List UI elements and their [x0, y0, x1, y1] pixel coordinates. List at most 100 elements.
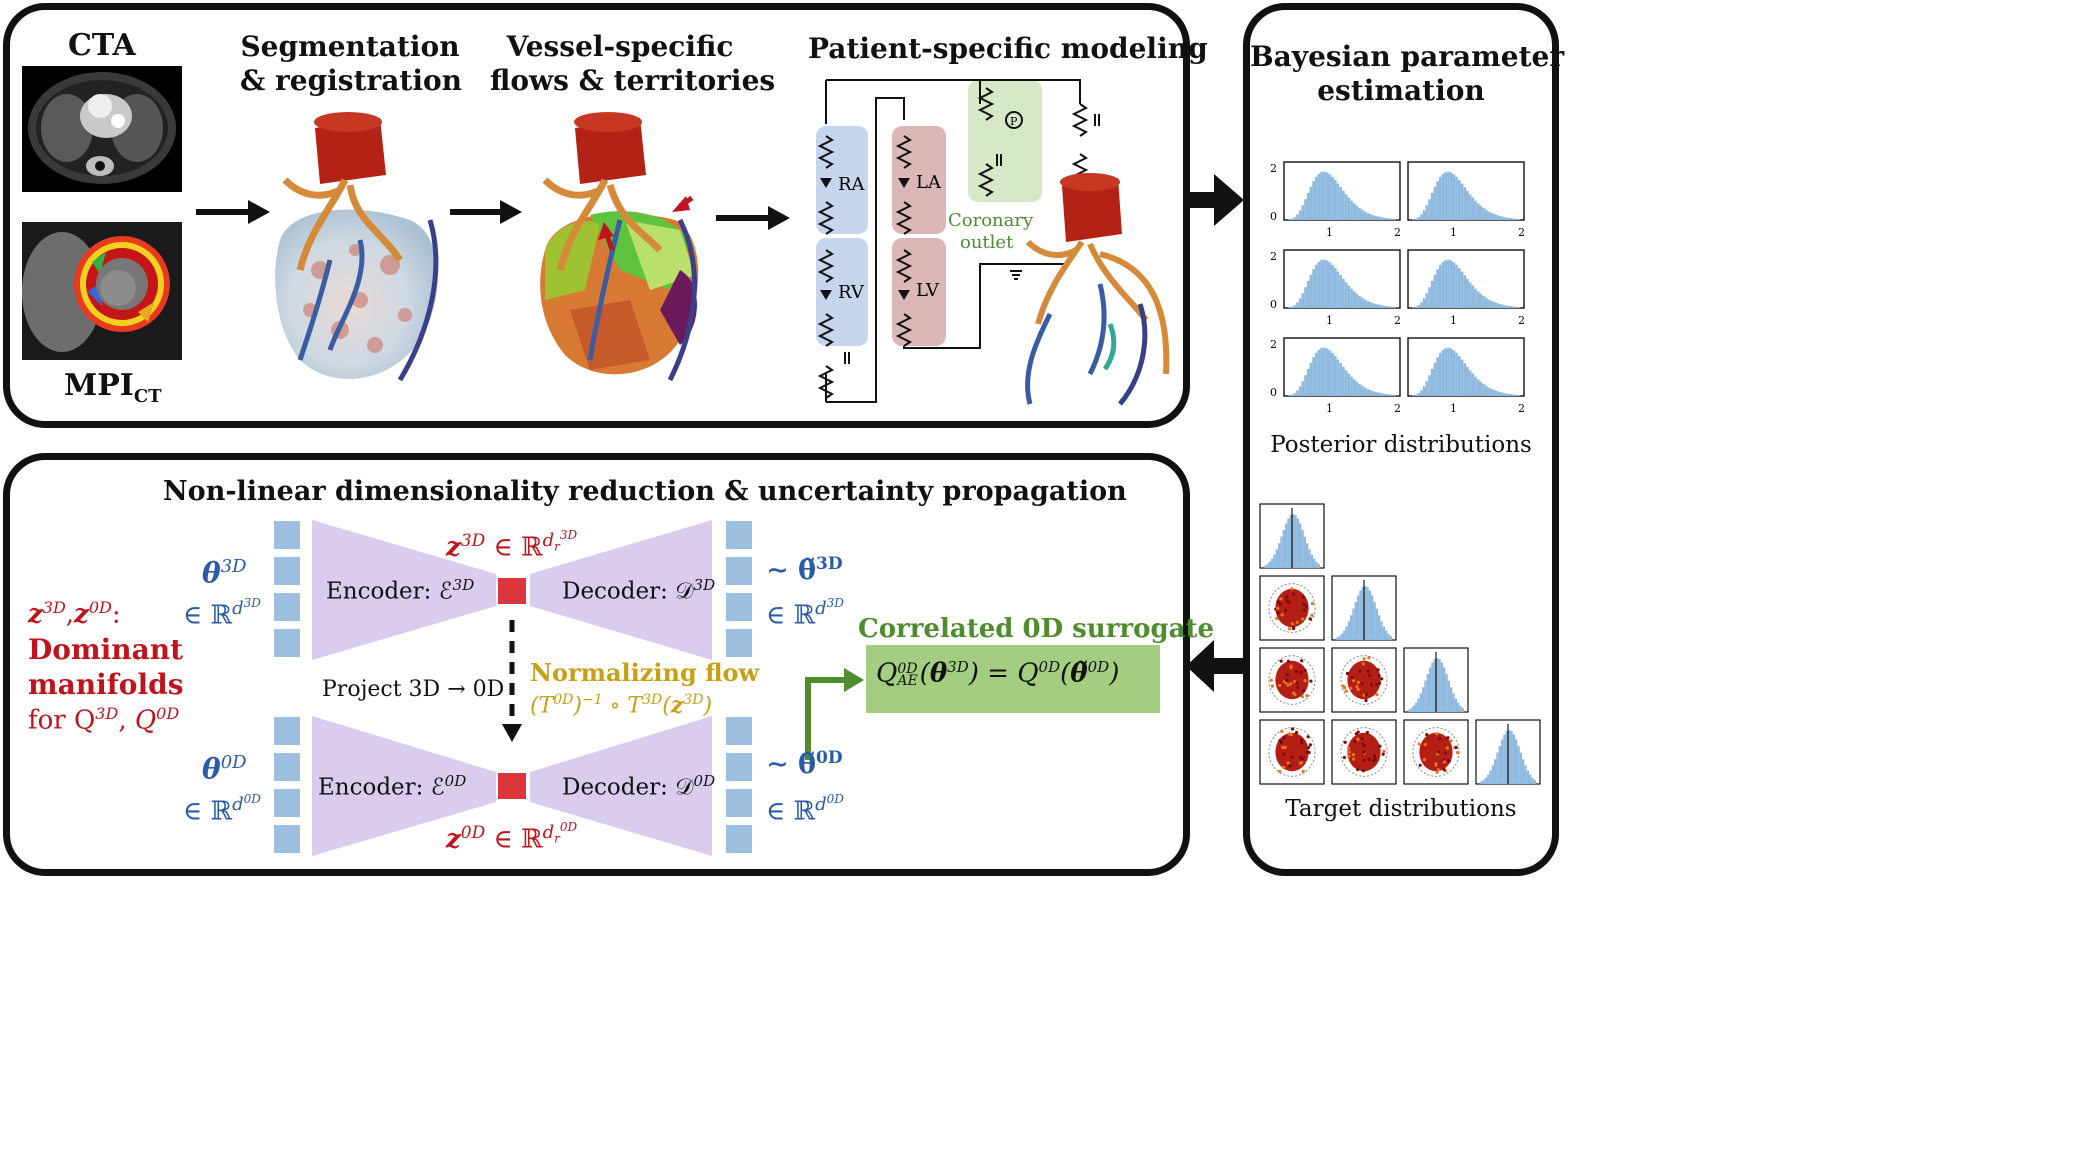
histogram-bar — [1460, 271, 1464, 308]
ra-label: RA — [838, 174, 866, 195]
histogram-bar — [1364, 586, 1367, 640]
histogram-bar — [1323, 259, 1326, 308]
histogram-bar — [1414, 306, 1418, 308]
histogram-bar — [1430, 192, 1434, 220]
scatter-point — [1362, 744, 1366, 748]
histogram-bar — [1474, 200, 1477, 220]
scatter-point — [1280, 613, 1284, 617]
histogram-bar — [1352, 203, 1356, 220]
histogram-bar — [1309, 274, 1313, 308]
histogram-bar — [1517, 306, 1520, 308]
histogram-bar — [1468, 282, 1472, 308]
histogram-bar — [1374, 391, 1378, 396]
y-tick-label: 0 — [1270, 386, 1277, 399]
in-r-right-0d-symbol: ∈ ℝ — [766, 796, 816, 827]
scatter-point — [1435, 732, 1439, 736]
scatter-point — [1288, 764, 1292, 768]
histogram-bar — [1506, 393, 1510, 396]
reduction-title: Non-linear dimensionality reduction & un… — [163, 476, 1127, 507]
histogram-bar — [1479, 381, 1483, 396]
histogram-bar — [1301, 381, 1305, 396]
histogram-bar — [1487, 299, 1491, 308]
histogram-bar — [1447, 680, 1450, 712]
surrogate-lhs-q: Q — [876, 658, 898, 689]
histogram-bar — [1438, 659, 1441, 712]
histogram-bar — [1459, 705, 1462, 712]
scatter-point — [1276, 611, 1280, 615]
cta-title: CTA — [68, 28, 136, 63]
histogram-bar — [1529, 774, 1532, 784]
scatter-point — [1377, 674, 1381, 678]
histogram-bar — [1524, 765, 1527, 784]
scatter-point — [1355, 684, 1359, 689]
histogram-bar — [1317, 261, 1321, 308]
histogram-bar — [1522, 759, 1525, 784]
vessel-line1: Vessel-specific — [506, 30, 734, 63]
histogram-bar — [1526, 770, 1529, 784]
scatter-point — [1278, 602, 1282, 606]
scatter-point — [1376, 668, 1380, 672]
histogram-bar — [1344, 282, 1348, 308]
scatter-point — [1282, 752, 1286, 756]
contour — [1268, 583, 1316, 633]
scatter-point — [1269, 678, 1273, 682]
histogram-bar — [1444, 347, 1448, 396]
histogram-bar — [1463, 363, 1466, 396]
theta-tilde-0d-sup: 0D — [816, 748, 843, 768]
histogram-bar — [1385, 306, 1388, 308]
histogram-bar — [1290, 306, 1294, 308]
cta-image — [22, 66, 182, 192]
histogram-bar — [1482, 780, 1485, 784]
density-core — [1275, 660, 1309, 700]
histogram-bar — [1347, 197, 1351, 220]
histogram-bar — [1514, 306, 1518, 308]
histogram-bar — [1333, 268, 1337, 308]
left-arrow-icon — [1186, 640, 1244, 692]
scatter-point — [1375, 693, 1379, 697]
histogram-bar — [1482, 295, 1485, 308]
histogram-bar — [1426, 673, 1429, 712]
d-right-symbol: d — [815, 598, 827, 619]
histogram-bar — [1479, 293, 1483, 308]
histogram-bar — [1312, 269, 1315, 308]
histogram-bar — [1264, 565, 1267, 568]
histogram-bar — [1463, 275, 1466, 308]
vector-element — [726, 521, 752, 549]
scatter-point — [1298, 761, 1303, 766]
histogram-bar — [1511, 306, 1515, 308]
x-tick-label: 1 — [1450, 226, 1457, 239]
histogram-bar — [1377, 392, 1380, 396]
histogram-bar — [1385, 630, 1388, 640]
histogram-bar — [1484, 209, 1488, 220]
histogram-bar — [1366, 212, 1369, 220]
decoder-3d-text: Decoder: 𝒟 — [562, 578, 694, 605]
histogram-bar — [1371, 215, 1375, 220]
scatter-point — [1303, 668, 1307, 672]
scatter-point — [1279, 659, 1283, 663]
x-tick-label: 1 — [1450, 314, 1457, 327]
histogram-bar — [1317, 173, 1321, 220]
histogram-bar — [1494, 759, 1497, 784]
theta-0d-label: θ0D — [202, 752, 247, 785]
scatter-point — [1295, 681, 1299, 685]
histogram-bar — [1479, 205, 1483, 220]
histogram-bar — [1298, 386, 1302, 396]
histogram-bar — [1320, 347, 1324, 396]
histogram-bar — [1452, 693, 1455, 712]
scatter-point — [1454, 745, 1458, 750]
histogram-bar — [1361, 587, 1364, 640]
histogram-bar — [1347, 621, 1350, 640]
histogram-bar — [1285, 523, 1288, 568]
histogram-bar — [1460, 359, 1464, 396]
scatter-point — [1310, 601, 1315, 606]
scatter-point — [1307, 750, 1311, 755]
scatter-point — [1343, 686, 1347, 690]
histogram-bar — [1310, 554, 1313, 568]
histogram-bar — [1293, 305, 1297, 308]
histogram-bar — [1514, 394, 1518, 396]
vector-element — [726, 593, 752, 621]
scatter-point — [1302, 688, 1306, 693]
histogram-bar — [1414, 218, 1418, 220]
histogram-bar — [1325, 348, 1329, 396]
